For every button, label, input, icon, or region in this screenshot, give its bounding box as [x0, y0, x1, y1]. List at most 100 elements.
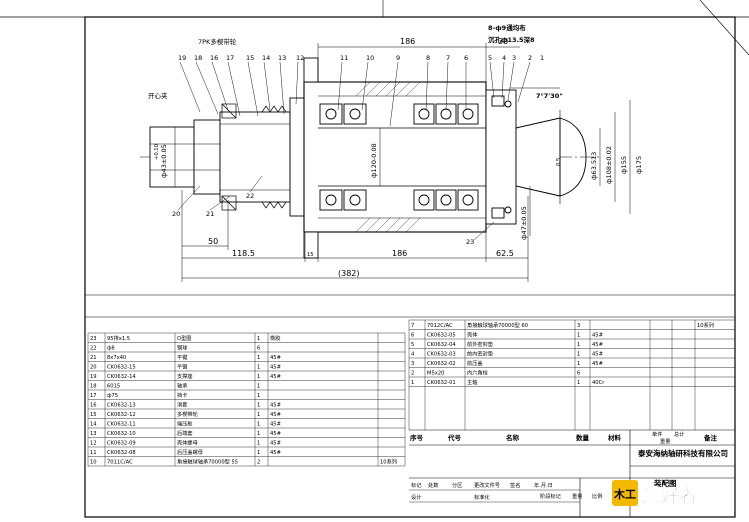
- small-note: 0.5: [556, 158, 562, 166]
- bom-right-cell: 10系列: [697, 321, 714, 329]
- bom-left-cell: 10: [90, 460, 97, 466]
- bom-left-cell: 1: [257, 450, 260, 456]
- bom-left-cell: 壳体螺母: [177, 439, 198, 447]
- balloon-4: 4: [502, 54, 506, 62]
- bom-left-cell: 平键: [177, 363, 187, 371]
- balloon-12: 12: [296, 54, 304, 62]
- bom-left-cell: 10系列: [380, 458, 397, 466]
- left-tol: +0.10: [154, 144, 160, 160]
- bom-left-cell: 45#: [270, 412, 281, 418]
- bom-left-cell: 滑套: [177, 401, 188, 409]
- bom-left-cell: 1: [257, 403, 260, 409]
- balloon-2: 2: [528, 54, 532, 62]
- bom-left-cell: 45#: [270, 441, 281, 447]
- dim-15: 15: [307, 252, 314, 258]
- dim-30-top: 30: [498, 37, 508, 46]
- bom-right-cell: 前压盖: [467, 359, 483, 367]
- bom-left-cell: 1: [257, 355, 260, 361]
- bom-left-cell: 角接触球轴承70000型 55: [177, 458, 238, 466]
- bom-left-cell: 2: [257, 460, 260, 466]
- right-dia-3: ф155: [620, 156, 628, 174]
- bom-right-cell: 1: [577, 333, 580, 339]
- bom-left-cell: 45#: [270, 422, 281, 428]
- bom-right-cell: 45#: [592, 342, 603, 348]
- balloon-5: 5: [488, 54, 492, 62]
- title-block-row-2: 设计标准化: [411, 493, 490, 501]
- title-block-row-1: 标记处数分区更改文件号签名年.月.日: [411, 481, 553, 489]
- bom-left-cell: 19: [90, 374, 97, 380]
- title-row1-cell: 处数: [428, 481, 439, 489]
- note-holes-1: 8-ф9通均布: [488, 23, 526, 32]
- bom-right-cell: 1: [577, 361, 580, 367]
- bom-left-cell: 1: [257, 441, 260, 447]
- bom-left-cell: 17: [90, 393, 97, 399]
- bom-left-cell: 支撑座: [177, 372, 193, 380]
- bom-left-cell: 1: [257, 384, 260, 390]
- bom-right-cell: 40Cr: [592, 380, 605, 386]
- title-row1-cell: 标记: [411, 481, 421, 489]
- bom-left-cell: 后端套: [177, 429, 193, 437]
- bom-left-cell: 8x7x40: [107, 355, 126, 361]
- bom-right-cell: 7012C/AC: [427, 323, 453, 329]
- balloon-13: 13: [278, 54, 286, 62]
- title-row1-cell: 年.月.日: [534, 481, 553, 489]
- bom-right-cell: 5: [411, 342, 414, 348]
- bom-right-cell: 前内密封垫: [467, 350, 494, 358]
- bom-left-cell: CK0632-10: [107, 431, 136, 437]
- bom-left-cell: 12: [90, 441, 97, 447]
- bom-left-cell: 7011C/AC: [107, 460, 133, 466]
- dim-118-5: 118.5: [232, 249, 255, 258]
- leader-lines: [177, 61, 531, 241]
- balloon-8: 8: [426, 54, 430, 62]
- bom-left-cell: CK0632-08: [107, 450, 136, 456]
- bom-left-cell: ф8: [107, 346, 115, 352]
- bom-left-cell: 橡胶: [270, 334, 280, 342]
- balloon-6: 6: [464, 54, 468, 62]
- bom-left-cell: 13: [90, 431, 97, 437]
- bom-left-cell: 95排x1.5: [107, 334, 130, 342]
- bom-left-cell: 1: [257, 374, 260, 380]
- bom-left-cell: 1: [257, 365, 260, 371]
- weight-label: 重量: [572, 492, 582, 500]
- bom-header-cell: 代号: [447, 433, 462, 442]
- dim-total: (382): [338, 269, 360, 278]
- balloon-7: 7: [446, 54, 450, 62]
- bearing-set-rear: [319, 103, 367, 211]
- bom-right-cell: 1: [577, 380, 580, 386]
- dim-186-bottom: 186: [392, 249, 407, 258]
- bom-right-cell: CK0632-03: [427, 352, 456, 358]
- bom-left-cell: 6015: [107, 384, 120, 390]
- balloon-19: 19: [178, 54, 186, 62]
- bom-left-cell: 15: [90, 412, 97, 418]
- bom-right-cell: 45#: [592, 352, 603, 358]
- bom-right-cell: 1: [411, 380, 414, 386]
- watermark-logo: 木工 爱好者: [612, 480, 698, 507]
- bom-table-grid: [87, 319, 736, 467]
- mid-dia: ф120-0.08: [370, 143, 378, 178]
- bom-left-cell: 20: [90, 365, 97, 371]
- bom-left-cell: CK0632-15: [107, 365, 136, 371]
- bom-left-cell: CK0632-12: [107, 412, 136, 418]
- bom-left-cell: 1: [257, 431, 260, 437]
- drawing-labels: 186 30 8-ф9通均布 沉孔ф13.5深8 7°7'30" 7PK多楔带轮…: [148, 23, 643, 278]
- title-row2-cell: 设计: [411, 493, 421, 501]
- bom-left-cell: 挡卡: [177, 391, 187, 399]
- bom-right-cell: 3: [411, 361, 414, 367]
- title-row1-cell: 更改文件号: [474, 481, 500, 489]
- balloon-17: 17: [226, 54, 234, 62]
- bom-header-cell: 序号: [409, 433, 424, 442]
- bom-right-cell: 角接触球轴承70000型 60: [467, 321, 528, 329]
- balloon-10: 10: [366, 54, 374, 62]
- bom-left-cell: CK0632-09: [107, 441, 136, 447]
- bom-right-cell: CK0632-01: [427, 380, 456, 386]
- bom-header-weight: 重量: [660, 437, 670, 445]
- bom-right-cell: 7: [411, 323, 414, 329]
- balloon-3: 3: [512, 54, 516, 62]
- bom-header-total: 总计: [674, 430, 684, 438]
- dim-62-5: 62.5: [496, 249, 514, 258]
- center-label: 开心夹: [148, 91, 168, 100]
